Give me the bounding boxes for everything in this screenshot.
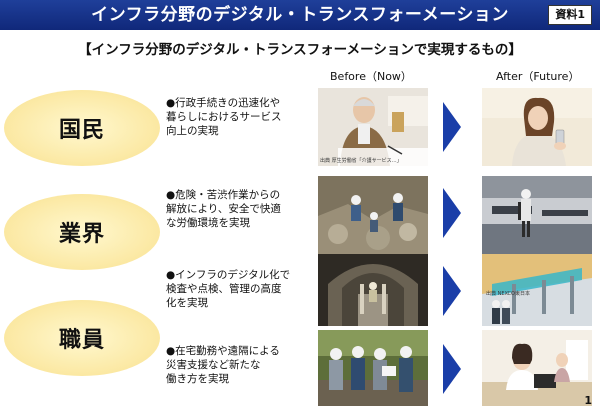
desc-line: 向上の実現 [166,125,219,137]
row-industry: 業界 ●危険・苦渋作業からの 解放により、安全で快適 な労働環境を実現 [0,172,600,270]
row-description: ●インフラのデジタル化で 検査や点検、管理の高度 化を実現 [166,268,316,310]
category-oval-staff: 職員 [4,300,160,376]
desc-line: 暮らしにおけるサービス [166,111,282,123]
category-label: 職員 [58,328,105,353]
after-photo-woman-using-smartphone [482,88,592,166]
desc-line: 災害支援など新たな [166,359,261,371]
row-staff: 職員 ●インフラのデジタル化で 検査や点検、管理の高度 化を実現 [0,254,600,376]
desc-line: ●在宅勤務や遠隔による [166,345,280,357]
desc-line: ●インフラのデジタル化で [166,269,291,281]
row-description: ●危険・苦渋作業からの 解放により、安全で快適 な労働環境を実現 [166,188,316,230]
desc-line: な労働環境を実現 [166,217,250,229]
desc-line: 化を実現 [166,297,208,309]
arrow-right-icon [443,102,461,152]
before-photo-elderly-person-writing: 出典 厚生労働省「介護サービス…」 [318,88,428,166]
row-description: ●行政手続きの迅速化や 暮らしにおけるサービス 向上の実現 [166,96,316,138]
row-citizens: 国民 ●行政手続きの迅速化や 暮らしにおけるサービス 向上の実現 出典 厚生労働… [0,88,600,168]
arrow-right-icon [443,266,461,316]
category-label: 業界 [58,222,105,247]
category-oval-citizens: 国民 [4,90,160,166]
desc-line: ●危険・苦渋作業からの [166,189,281,201]
category-oval-industry: 業界 [4,194,160,270]
arrow-right-icon [443,344,461,394]
desc-line: 働き方を実現 [166,373,229,385]
desc-line: ●行政手続きの迅速化や [166,97,281,109]
document-label: 資料1 [548,5,592,25]
column-header-before: Before（Now） [330,70,412,83]
desc-line: 解放により、安全で快適 [166,203,281,215]
category-label: 国民 [58,118,105,143]
before-photo-construction-workers-rocks [318,176,428,254]
photo-caption: 出典 厚生労働省「介護サービス…」 [320,158,402,164]
after-photo-remote-work-home [482,330,592,406]
photo-caption: 出典 NEXCO東日本 [486,291,530,297]
page-title: インフラ分野のデジタル・トランスフォーメーション [91,5,509,25]
row-description: ●在宅勤務や遠隔による 災害支援など新たな 働き方を実現 [166,344,316,386]
column-header-after: After（Future） [496,70,580,83]
page-number: 1 [584,394,592,407]
title-bar [0,0,600,30]
after-photo-bridge-3d-model: 出典 NEXCO東日本 [482,254,592,326]
subtitle: 【インフラ分野のデジタル・トランスフォーメーションで実現するもの】 [78,42,522,58]
row-remote-work: ●在宅勤務や遠隔による 災害支援など新たな 働き方を実現 [0,330,600,410]
after-photo-worker-exoskeleton-factory [482,176,592,254]
before-photo-field-survey-team [318,330,428,406]
desc-line: 検査や点検、管理の高度 [166,283,282,295]
arrow-right-icon [443,188,461,238]
before-photo-tunnel-inspection [318,254,428,326]
